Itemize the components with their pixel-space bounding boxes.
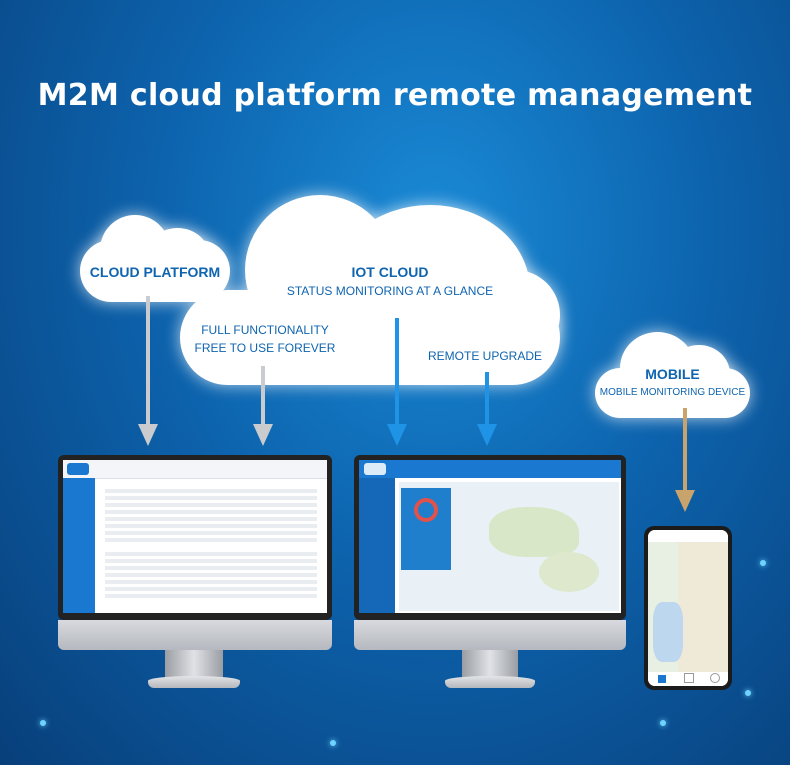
iot-screen [359, 460, 621, 613]
phone-screen [648, 530, 728, 686]
feature-free-forever: FREE TO USE FOREVER [194, 341, 336, 355]
status-panel [401, 488, 451, 570]
page-title: M2M cloud platform remote management [37, 78, 753, 113]
feature-remote-upgrade: REMOTE UPGRADE [427, 349, 542, 363]
status-ring [414, 498, 438, 522]
map-view [648, 542, 728, 672]
iot-cloud-label: IOT CLOUD [351, 264, 429, 280]
device-icon[interactable] [684, 673, 694, 683]
mobile-subtitle: MOBILE MONITORING DEVICE [599, 387, 746, 398]
network-node [745, 690, 751, 696]
ziwl-logo [67, 463, 89, 475]
feature-full-functionality: FULL FUNCTIONALITY [201, 323, 329, 337]
home-icon[interactable] [658, 675, 666, 683]
network-node [40, 720, 46, 726]
network-node [660, 720, 666, 726]
mobile-label: MOBILE [645, 366, 700, 382]
ziwl-logo [364, 463, 386, 475]
network-node [760, 560, 766, 566]
network-node [330, 740, 336, 746]
iot-cloud-subtitle: STATUS MONITORING AT A GLANCE [286, 284, 494, 298]
platform-screen [63, 460, 327, 613]
profile-icon[interactable] [710, 673, 720, 683]
cloud-platform-label: CLOUD PLATFORM [89, 264, 221, 280]
